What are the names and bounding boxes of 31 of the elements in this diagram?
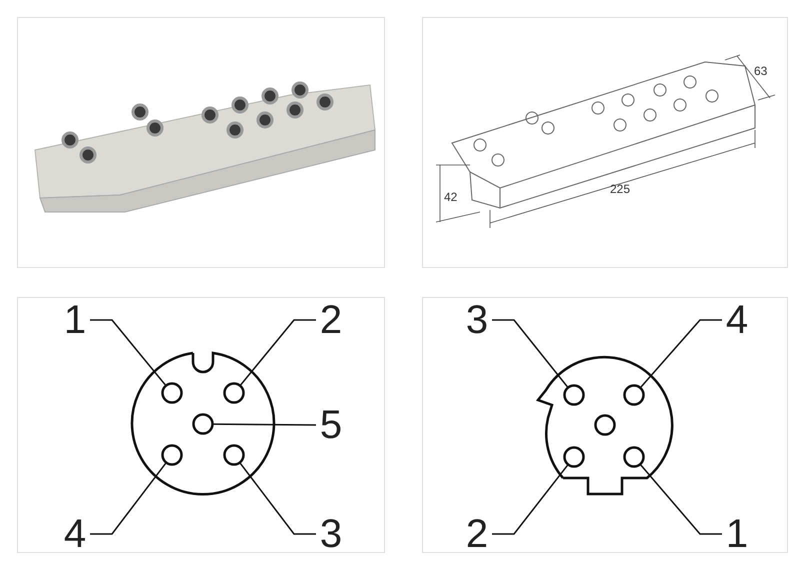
- pin-number: 2: [462, 512, 492, 556]
- pin-number: 1: [722, 512, 752, 556]
- contact-pin: [563, 446, 585, 468]
- leader-line: [90, 462, 166, 535]
- contact-pin: [623, 446, 645, 468]
- contact-pin: [623, 384, 645, 406]
- leader-line: [492, 319, 568, 388]
- dimension-label: 42: [444, 190, 458, 204]
- pin-number: 1: [60, 298, 90, 342]
- leader-line: [240, 319, 316, 386]
- contact-pin: [223, 382, 245, 404]
- leader-line: [90, 319, 166, 386]
- pin-number: 4: [722, 298, 752, 342]
- pin-number: 3: [462, 298, 492, 342]
- pin-number: 3: [316, 512, 346, 556]
- contact-pin: [161, 382, 183, 404]
- pin-number: 2: [316, 298, 346, 342]
- leader-line: [214, 423, 317, 426]
- leader-line: [640, 464, 722, 535]
- contact-pin: [594, 414, 616, 436]
- leader-line: [640, 319, 722, 388]
- leader-line: [492, 464, 568, 535]
- pin-number: 5: [316, 403, 346, 447]
- contact-pin: [161, 444, 183, 466]
- dimension-label: 63: [754, 64, 768, 78]
- contact-pin: [192, 413, 214, 435]
- dimension-label: 225: [610, 182, 630, 196]
- contact-pin: [563, 384, 585, 406]
- pin-number: 4: [60, 512, 90, 556]
- contact-pin: [223, 444, 245, 466]
- leader-line: [240, 462, 316, 535]
